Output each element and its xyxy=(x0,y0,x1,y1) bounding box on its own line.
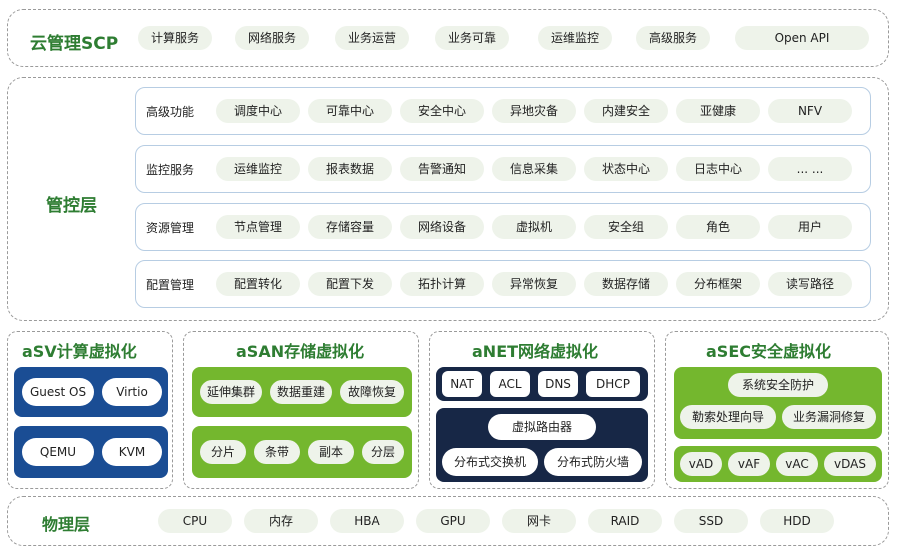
phys-hdd[interactable]: HDD xyxy=(760,509,834,533)
mgmt-chip[interactable]: 亚健康 xyxy=(676,99,760,123)
asan-stripe[interactable]: 条带 xyxy=(254,440,300,464)
asan-top-box: 延伸集群 数据重建 故障恢复 xyxy=(192,367,412,417)
phys-nic[interactable]: 网卡 xyxy=(502,509,576,533)
mgmt-title: 管控层 xyxy=(46,196,97,216)
mgmt-chip[interactable]: 异常恢复 xyxy=(492,272,576,296)
mgmt-chip[interactable]: 网络设备 xyxy=(400,215,484,239)
mgmt-chip[interactable]: 可靠中心 xyxy=(308,99,392,123)
asv-virtio[interactable]: Virtio xyxy=(102,378,162,406)
scp-item-network[interactable]: 网络服务 xyxy=(235,26,309,50)
phys-memory[interactable]: 内存 xyxy=(244,509,318,533)
asan-title: aSAN存储虚拟化 xyxy=(236,342,365,361)
asv-top-box: Guest OS Virtio xyxy=(14,367,168,417)
asec-vaf[interactable]: vAF xyxy=(728,452,770,476)
mgmt-chip[interactable]: 安全中心 xyxy=(400,99,484,123)
asv-panel: aSV计算虚拟化 Guest OS Virtio QEMU KVM xyxy=(7,331,173,489)
asec-ransom-guide[interactable]: 勒索处理向导 xyxy=(680,405,776,429)
mgmt-row-advanced: 高级功能 调度中心 可靠中心 安全中心 异地灾备 内建安全 亚健康 NFV xyxy=(135,87,871,135)
asan-stretch-cluster[interactable]: 延伸集群 xyxy=(200,380,262,404)
asv-qemu[interactable]: QEMU xyxy=(22,438,94,466)
scp-item-ops[interactable]: 业务运营 xyxy=(335,26,409,50)
anet-vrouter[interactable]: 虚拟路由器 xyxy=(488,414,596,440)
anet-nat[interactable]: NAT xyxy=(442,371,482,397)
mgmt-row-monitor: 监控服务 运维监控 报表数据 告警通知 信息采集 状态中心 日志中心 ... .… xyxy=(135,145,871,193)
asan-replica[interactable]: 副本 xyxy=(308,440,354,464)
mgmt-chip[interactable]: 分布框架 xyxy=(676,272,760,296)
anet-title: aNET网络虚拟化 xyxy=(472,342,599,361)
phys-raid[interactable]: RAID xyxy=(588,509,662,533)
asec-vuln-fix[interactable]: 业务漏洞修复 xyxy=(782,405,876,429)
anet-dhcp[interactable]: DHCP xyxy=(586,371,640,397)
row-label: 监控服务 xyxy=(146,163,195,177)
mgmt-row-config: 配置管理 配置转化 配置下发 拓扑计算 异常恢复 数据存储 分布框架 读写路径 xyxy=(135,260,871,308)
mgmt-chip[interactable]: ... ... xyxy=(768,157,852,181)
phys-hba[interactable]: HBA xyxy=(330,509,404,533)
mgmt-chip[interactable]: 虚拟机 xyxy=(492,215,576,239)
anet-bottom-box: 虚拟路由器 分布式交换机 分布式防火墙 xyxy=(436,408,648,482)
asec-vac[interactable]: vAC xyxy=(776,452,818,476)
mgmt-chip[interactable]: 日志中心 xyxy=(676,157,760,181)
mgmt-chip[interactable]: 信息采集 xyxy=(492,157,576,181)
anet-dns[interactable]: DNS xyxy=(538,371,578,397)
anet-panel: aNET网络虚拟化 NAT ACL DNS DHCP 虚拟路由器 分布式交换机 … xyxy=(429,331,655,489)
asec-panel: aSEC安全虚拟化 系统安全防护 勒索处理向导 业务漏洞修复 vAD vAF v… xyxy=(665,331,889,489)
phys-cpu[interactable]: CPU xyxy=(158,509,232,533)
asan-recovery[interactable]: 故障恢复 xyxy=(340,380,404,404)
asec-sys-protect[interactable]: 系统安全防护 xyxy=(728,373,828,397)
mgmt-chip[interactable]: 用户 xyxy=(768,215,852,239)
mgmt-chip[interactable]: 告警通知 xyxy=(400,157,484,181)
mgmt-chip[interactable]: 节点管理 xyxy=(216,215,300,239)
asec-vad[interactable]: vAD xyxy=(680,452,722,476)
mgmt-chip[interactable]: 状态中心 xyxy=(584,157,668,181)
asan-bottom-box: 分片 条带 副本 分层 xyxy=(192,426,412,478)
asec-title: aSEC安全虚拟化 xyxy=(706,342,831,361)
phys-ssd[interactable]: SSD xyxy=(674,509,748,533)
mgmt-chip[interactable]: 调度中心 xyxy=(216,99,300,123)
scp-item-openapi[interactable]: Open API xyxy=(735,26,869,50)
row-label: 资源管理 xyxy=(146,221,195,235)
row-label: 配置管理 xyxy=(146,278,195,292)
scp-item-advanced[interactable]: 高级服务 xyxy=(636,26,710,50)
phys-title: 物理层 xyxy=(42,515,91,534)
asan-rebuild[interactable]: 数据重建 xyxy=(270,380,332,404)
phys-gpu[interactable]: GPU xyxy=(416,509,490,533)
mgmt-chip[interactable]: 存储容量 xyxy=(308,215,392,239)
scp-item-monitor[interactable]: 运维监控 xyxy=(538,26,612,50)
asec-vdas[interactable]: vDAS xyxy=(824,452,876,476)
asan-tier[interactable]: 分层 xyxy=(362,440,404,464)
mgmt-row-resource: 资源管理 节点管理 存储容量 网络设备 虚拟机 安全组 角色 用户 xyxy=(135,203,871,251)
mgmt-chip[interactable]: 运维监控 xyxy=(216,157,300,181)
scp-item-compute[interactable]: 计算服务 xyxy=(138,26,212,50)
scp-panel: 云管理SCP 计算服务 网络服务 业务运营 业务可靠 运维监控 高级服务 Ope… xyxy=(7,9,889,67)
mgmt-chip[interactable]: 安全组 xyxy=(584,215,668,239)
mgmt-chip[interactable]: 报表数据 xyxy=(308,157,392,181)
anet-dswitch[interactable]: 分布式交换机 xyxy=(442,448,538,476)
scp-title: 云管理SCP xyxy=(30,34,119,54)
mgmt-chip[interactable]: 异地灾备 xyxy=(492,99,576,123)
asv-guestos[interactable]: Guest OS xyxy=(22,378,94,406)
mgmt-chip[interactable]: 数据存储 xyxy=(584,272,668,296)
asec-top-box: 系统安全防护 勒索处理向导 业务漏洞修复 xyxy=(674,367,882,439)
scp-item-reliable[interactable]: 业务可靠 xyxy=(435,26,509,50)
asec-bottom-box: vAD vAF vAC vDAS xyxy=(674,446,882,482)
asv-bottom-box: QEMU KVM xyxy=(14,426,168,478)
phys-panel: 物理层 CPU 内存 HBA GPU 网卡 RAID SSD HDD xyxy=(7,496,889,546)
asan-panel: aSAN存储虚拟化 延伸集群 数据重建 故障恢复 分片 条带 副本 分层 xyxy=(183,331,419,489)
mgmt-chip[interactable]: NFV xyxy=(768,99,852,123)
asv-kvm[interactable]: KVM xyxy=(102,438,162,466)
anet-acl[interactable]: ACL xyxy=(490,371,530,397)
mgmt-chip[interactable]: 配置转化 xyxy=(216,272,300,296)
row-label: 高级功能 xyxy=(146,105,195,119)
mgmt-chip[interactable]: 内建安全 xyxy=(584,99,668,123)
mgmt-chip[interactable]: 读写路径 xyxy=(768,272,852,296)
mgmt-chip[interactable]: 配置下发 xyxy=(308,272,392,296)
asv-title: aSV计算虚拟化 xyxy=(22,342,137,361)
anet-top-box: NAT ACL DNS DHCP xyxy=(436,367,648,401)
mgmt-chip[interactable]: 角色 xyxy=(676,215,760,239)
mgmt-chip[interactable]: 拓扑计算 xyxy=(400,272,484,296)
anet-dfirewall[interactable]: 分布式防火墙 xyxy=(544,448,642,476)
asan-shard[interactable]: 分片 xyxy=(200,440,246,464)
